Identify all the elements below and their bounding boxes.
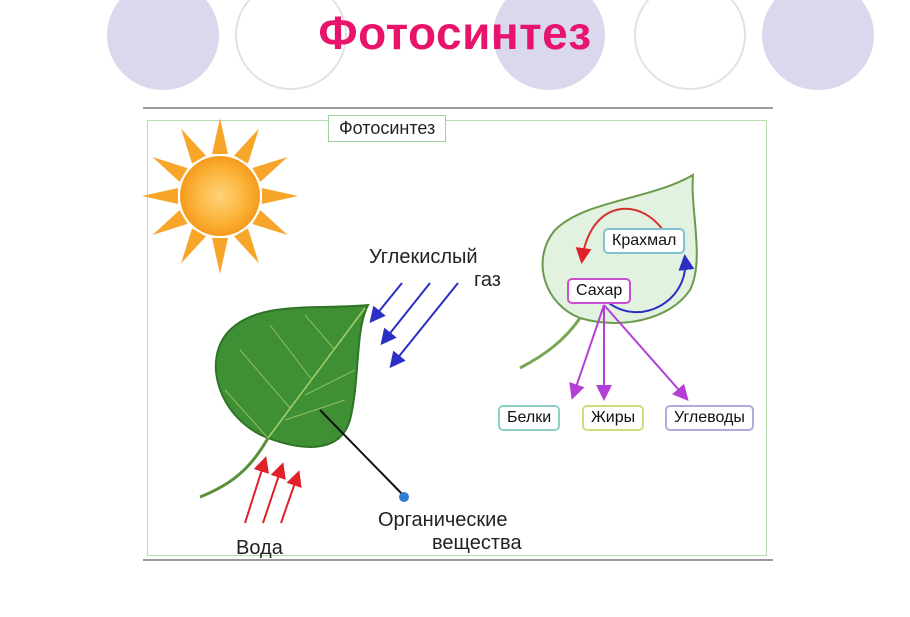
co2-label-line2: газ (474, 269, 501, 291)
decor-circle-4 (634, 0, 746, 90)
slide-title: Фотосинтез (318, 7, 592, 59)
co2-label-line1: Углекислый (369, 246, 478, 268)
starch-box: Крахмал (603, 228, 686, 254)
water-label: Вода (236, 537, 283, 559)
diagram-title: Фотосинтез (328, 115, 447, 142)
leaf-illustration (199, 303, 370, 499)
decor-circle-2 (235, 0, 347, 90)
product-proteins: Белки (498, 405, 561, 431)
diagram-frame (147, 120, 767, 556)
sun-icon (142, 118, 298, 274)
product-fats: Жиры (582, 405, 645, 431)
organic-label-line1: Органические (378, 509, 508, 531)
decor-circle-5 (762, 0, 874, 90)
organic-label-line2: вещества (432, 532, 522, 554)
product-carbohydrates: Углеводы (665, 405, 754, 431)
bottom-divider (143, 559, 773, 561)
sugar-box: Сахар (567, 278, 632, 304)
top-divider (143, 107, 773, 109)
decor-circle-1 (107, 0, 219, 90)
decor-circle-3 (493, 0, 605, 90)
leaf-outline-illustration (519, 173, 698, 370)
